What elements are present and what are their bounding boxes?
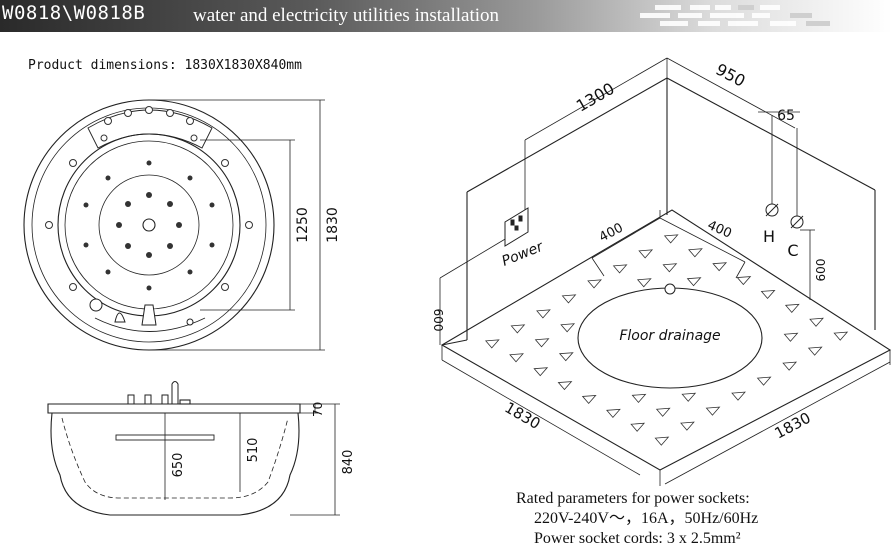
floor-triangle-marker (782, 361, 798, 371)
power-socket-icon (504, 207, 529, 247)
floor-triangle-marker (756, 376, 772, 386)
floor-triangle-marker (606, 408, 621, 418)
floor-triangle-marker (784, 303, 800, 313)
tub-side-view (47, 381, 301, 516)
dim-1250: 1250 (295, 207, 311, 243)
floor-triangle-marker (681, 392, 697, 402)
specs-line-2: 220V-240V～，16A，50Hz/60Hz (534, 510, 759, 527)
floor-triangle-marker (631, 393, 647, 403)
jet-nozzles (83, 160, 215, 291)
floor-triangle-marker (807, 346, 823, 356)
hot-cold-valves (765, 203, 804, 229)
floor-triangle-marker (663, 234, 679, 244)
floor-triangle-marker (561, 294, 577, 304)
dim-400-right: 400 (705, 218, 734, 242)
power-socket-specs: Rated parameters for power sockets: 220V… (516, 489, 758, 549)
floor-triangle-marker (509, 353, 524, 363)
floor-drainage-label: Floor drainage (619, 328, 720, 344)
specs-line-3: Power socket cords: 3 x 2.5mm² (534, 530, 741, 547)
rim-jets (45, 106, 253, 291)
specs-line-1: Rated parameters for power sockets: (516, 490, 750, 507)
dim-400-left: 400 (597, 220, 626, 245)
floor-triangle-marker (686, 277, 702, 287)
model-number: W0818\W0818B (2, 2, 146, 24)
floor-triangle-marker (705, 406, 721, 416)
floor-triangle-marker (484, 339, 500, 349)
floor-triangle-marker (630, 422, 646, 432)
floor-triangle-marker (655, 407, 671, 417)
label-h: H (763, 227, 775, 246)
floor-triangle-marker (731, 391, 746, 401)
floor-triangle-marker (534, 338, 550, 348)
floor-triangle-marker (809, 317, 824, 327)
floor-triangle-marker (536, 309, 551, 319)
dim-70: 70 (311, 402, 325, 417)
floor-triangle-marker (557, 381, 573, 391)
header-banner: W0818\W0818B water and electricity utili… (0, 0, 892, 32)
dim-65: 65 (777, 108, 795, 124)
dim-600-right: 600 (814, 259, 828, 282)
floor-triangle-marker (612, 264, 628, 274)
header-decoration (640, 5, 830, 26)
floor-triangle-marker (654, 436, 670, 446)
floor-triangle-marker (833, 331, 849, 341)
floor-triangle-marker (510, 324, 526, 334)
dim-840: 840 (341, 450, 356, 475)
dim-1830-top: 1830 (325, 207, 341, 243)
room-dimensions (439, 57, 891, 486)
label-c: C (787, 241, 798, 260)
header-title: water and electricity utilities installa… (193, 5, 500, 26)
floor-tile-markers (484, 234, 849, 446)
floor-triangle-marker (712, 262, 728, 272)
floor-triangle-marker (581, 394, 597, 405)
floor-triangle-marker (662, 263, 678, 273)
floor-triangle-marker (760, 289, 776, 300)
side-view-dimensions (164, 403, 340, 516)
floor-triangle-marker (688, 248, 703, 258)
floor-triangle-marker (636, 278, 652, 288)
dim-1830-left: 1830 (501, 398, 543, 433)
faucet-fixtures (89, 298, 194, 326)
dim-600-left: 600 (431, 309, 445, 332)
floor-triangle-marker (638, 249, 654, 259)
floor-triangle-marker (558, 352, 574, 362)
product-dimensions: Product dimensions: 1830X1830X840mm (28, 58, 302, 73)
top-view-dimensions (149, 99, 325, 351)
floor-triangle-marker (680, 421, 695, 431)
floor-triangle-marker (783, 332, 799, 342)
floor-triangle-marker (560, 323, 576, 333)
floor-triangle-marker (533, 367, 549, 377)
dim-1830-right: 1830 (772, 409, 814, 443)
dim-510: 510 (246, 438, 261, 463)
floor-triangle-marker (587, 279, 602, 289)
dim-650: 650 (171, 453, 186, 478)
floor-triangle-marker (736, 276, 752, 286)
